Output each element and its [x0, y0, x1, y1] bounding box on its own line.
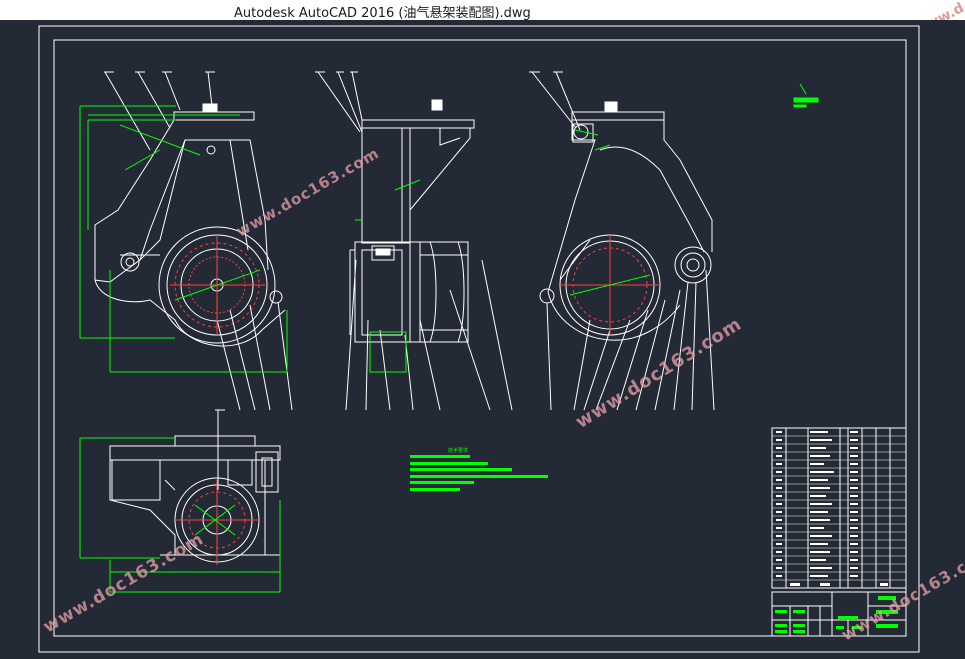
technical-notes-heading: 技术要求	[448, 447, 468, 454]
parts-list	[771, 427, 907, 589]
note-mark	[793, 83, 819, 108]
window-title: Autodesk AutoCAD 2016 (油气悬架装配图).dwg	[234, 6, 531, 21]
side-view-dimensions	[355, 179, 421, 373]
rear-view-dimensions	[560, 129, 660, 335]
title-block-text	[775, 596, 898, 633]
title-bar: Autodesk AutoCAD 2016 (油气悬架装配图).dwg www.…	[0, 0, 965, 39]
front-view	[94, 71, 293, 411]
cad-drawing[interactable]: 技术要求	[0, 20, 965, 659]
technical-notes	[410, 455, 548, 491]
front-view-dimensions	[79, 105, 288, 373]
parts-list-text	[776, 431, 888, 586]
drawing-canvas[interactable]: 技术要求	[0, 20, 965, 659]
outer-frame	[38, 25, 920, 653]
side-view	[315, 71, 513, 411]
section-view-dimensions	[79, 437, 281, 593]
title-block	[771, 591, 907, 637]
inner-frame	[53, 39, 907, 637]
